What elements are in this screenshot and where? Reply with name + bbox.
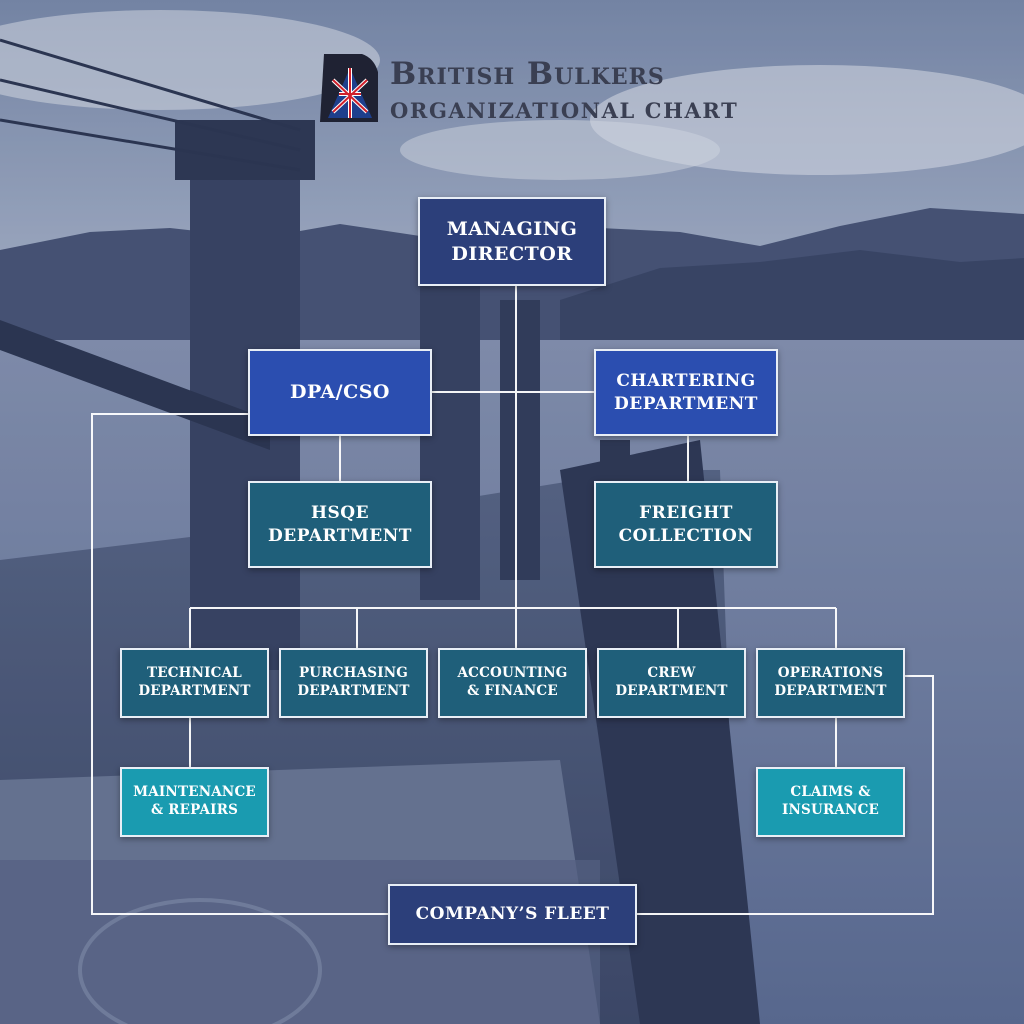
chart-title: ORGANIZATIONAL CHART bbox=[390, 98, 739, 123]
technical-department-box: TECHNICAL DEPARTMENT bbox=[120, 648, 269, 718]
freight-collection-box: FREIGHT COLLECTION bbox=[594, 481, 778, 568]
chartering-department-label: CHARTERING DEPARTMENT bbox=[614, 371, 758, 414]
operations-department-box: OPERATIONS DEPARTMENT bbox=[756, 648, 905, 718]
union-jack-sail-icon bbox=[320, 54, 378, 122]
hsqe-department-box: HSQE DEPARTMENT bbox=[248, 481, 432, 568]
purchasing-department-label: PURCHASING DEPARTMENT bbox=[297, 665, 410, 699]
accounting-finance-box: ACCOUNTING & FINANCE bbox=[438, 648, 587, 718]
maintenance-repairs-label: MAINTENANCE & REPAIRS bbox=[133, 784, 256, 818]
accounting-finance-label: ACCOUNTING & FINANCE bbox=[457, 665, 568, 699]
dpa-cso-box: DPA/CSO bbox=[248, 349, 432, 436]
chartering-department-box: CHARTERING DEPARTMENT bbox=[594, 349, 778, 436]
dpa-cso-label: DPA/CSO bbox=[290, 381, 390, 404]
freight-collection-label: FREIGHT COLLECTION bbox=[618, 503, 754, 546]
managing-director-label: MANAGING DIRECTOR bbox=[446, 217, 578, 265]
managing-director-box: MANAGING DIRECTOR bbox=[418, 197, 606, 286]
operations-department-label: OPERATIONS DEPARTMENT bbox=[774, 665, 887, 699]
crew-department-box: CREW DEPARTMENT bbox=[597, 648, 746, 718]
hsqe-department-label: HSQE DEPARTMENT bbox=[268, 503, 412, 546]
company-fleet-box: COMPANY’S FLEET bbox=[388, 884, 637, 945]
brand-name: British Bulkers bbox=[390, 56, 665, 92]
company-fleet-label: COMPANY’S FLEET bbox=[415, 904, 610, 925]
purchasing-department-box: PURCHASING DEPARTMENT bbox=[279, 648, 428, 718]
brand-logo: British Bulkers ORGANIZATIONAL CHART bbox=[318, 50, 737, 130]
claims-insurance-box: CLAIMS & INSURANCE bbox=[756, 767, 905, 837]
claims-insurance-label: CLAIMS & INSURANCE bbox=[781, 784, 880, 818]
crew-department-label: CREW DEPARTMENT bbox=[615, 665, 728, 699]
technical-department-label: TECHNICAL DEPARTMENT bbox=[138, 665, 251, 699]
maintenance-repairs-box: MAINTENANCE & REPAIRS bbox=[120, 767, 269, 837]
